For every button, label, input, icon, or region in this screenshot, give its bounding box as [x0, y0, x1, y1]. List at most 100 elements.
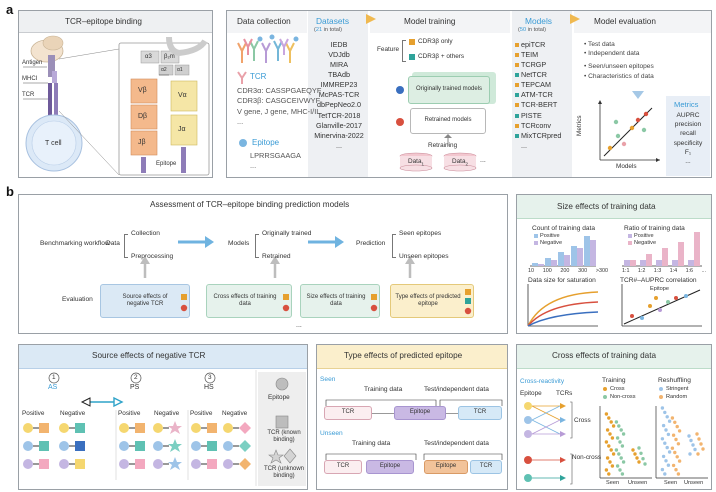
- eval-bullet: • Seen/unseen epitopes: [584, 63, 654, 71]
- ratio-title: Ratio of training data: [624, 225, 685, 232]
- dot-mark: [674, 437, 678, 442]
- dot-mark: [666, 463, 671, 467]
- evaluation-bullets: • Test data • Independent data • Seen/un…: [584, 40, 654, 81]
- original-dot: [396, 86, 404, 94]
- source-effects-header: [19, 345, 307, 369]
- size-effects-title: Size effects of training data: [557, 202, 656, 211]
- count-tick: >300: [595, 268, 608, 274]
- tcr-legend-icon: [237, 71, 247, 84]
- models-step-label: Models: [228, 240, 250, 247]
- feature-bracket: [402, 40, 406, 62]
- dataset-item: IEDB: [330, 40, 348, 49]
- dataset-item: MIRA: [330, 60, 348, 70]
- eval-bullet: • Characteristics of data: [584, 72, 654, 80]
- dot-mark: [611, 424, 616, 428]
- source-effects-figure: [23, 370, 306, 486]
- type-effects-header: [317, 345, 507, 369]
- models-subtitle: (50 in total): [518, 27, 546, 34]
- as-negative: Negative: [60, 410, 86, 417]
- model-evaluation-title: Model evaluation: [594, 17, 656, 26]
- cross-epitope-label: Epitope: [520, 390, 542, 397]
- dot-mark: [666, 432, 671, 437]
- unseen-epitopes-label: Unseen epitopes: [399, 253, 449, 260]
- retraining-label: Retraining: [428, 142, 458, 149]
- model-item: TCRconv: [515, 121, 561, 131]
- dataset-item: McPAS-TCR: [318, 90, 360, 100]
- feature-opt1-swatch: [409, 39, 415, 45]
- orig-trained-label: Originally trained: [262, 230, 312, 237]
- datasets-subtitle-open: (: [314, 27, 316, 33]
- eval-bullet-text: Seen/unseen epitopes: [588, 63, 654, 71]
- models-subtitle-rest: in total): [526, 27, 547, 33]
- preprocessing-label: Preprocessing: [131, 253, 174, 260]
- datasets-list: IEDB VDJdb MIRA TBAdb IMMREP23 McPAS-TCR…: [310, 40, 368, 151]
- dot-mark: [604, 468, 609, 472]
- model-item: NetTCR: [515, 70, 561, 80]
- dot-mark: [670, 416, 675, 420]
- unseen-epitope-test: Epitope: [424, 460, 468, 474]
- dot-mark: [661, 423, 666, 428]
- model-item: PISTE: [515, 111, 561, 121]
- dot-mark: [620, 444, 625, 448]
- dot-mark: [608, 460, 612, 464]
- chain-va: Vα: [178, 92, 187, 99]
- legend-noncross: Non-cross: [610, 394, 636, 400]
- model-item: TCR-BERT: [515, 100, 561, 110]
- dot-mark: [604, 440, 609, 444]
- tcr-line-cdr3b: CDR3β: CASGCEIVWYF: [237, 96, 321, 106]
- evaluation-row-label: Evaluation: [62, 296, 93, 303]
- dot-mark: [608, 432, 612, 436]
- tcr-binding-panel: TCR–epitope binding: [18, 10, 213, 178]
- tcr-binding-illustration: [23, 35, 210, 176]
- metrics-axis-x: Models: [616, 163, 637, 170]
- training-label: Training: [602, 377, 626, 384]
- saturation-title: Data size for saturation: [528, 277, 596, 284]
- dot-mark: [687, 434, 691, 438]
- dot-mark: [609, 420, 613, 424]
- model-item: TEIM: [515, 50, 561, 60]
- chain-db: Dβ: [138, 113, 148, 120]
- seen-test-label: Test/independent data: [424, 386, 489, 393]
- tcr-sequence-list: CDR3α: CASSPGAEQYF CDR3β: CASGCEIVWYF V …: [237, 86, 321, 127]
- model-item: ATM-TCR: [515, 90, 561, 100]
- metric-item: F₁: [684, 148, 692, 156]
- epitope-legend-icon: [239, 139, 247, 147]
- ps-negative: Negative: [154, 410, 180, 417]
- dot-mark: [677, 429, 682, 433]
- dot-mark: [660, 406, 665, 410]
- count-legend-neg: Negative: [540, 240, 563, 246]
- model-item-label: TCRGP: [521, 60, 547, 70]
- model-item-label: TCRconv: [521, 120, 551, 130]
- eval-box-markers: [180, 289, 472, 315]
- unseen-epitope-train: Epitope: [366, 460, 414, 474]
- chain-vb: Vβ: [138, 87, 147, 94]
- reshuffling-dots: [660, 406, 705, 476]
- dot-mark: [663, 441, 667, 445]
- dot-mark: [661, 454, 666, 459]
- dot-mark: [667, 450, 672, 454]
- dot-mark: [618, 440, 622, 444]
- model-item-label: NetTCR: [521, 70, 547, 80]
- tcr-line-more: ...: [237, 117, 244, 127]
- dot-mark: [671, 433, 676, 437]
- training-unseen: Unseen: [628, 480, 648, 486]
- data1-sub: 1: [421, 161, 425, 167]
- data-bracket: [124, 234, 128, 258]
- cross-label: Cross: [574, 417, 591, 424]
- count-legend-pos: Positive: [540, 233, 560, 239]
- noncross-label: Non-cross: [572, 454, 602, 461]
- model-item-label: TCR-BERT: [521, 100, 558, 110]
- ratio-ticks: 1:1 1:2 1:3 1:4 1:6 ...: [622, 268, 706, 274]
- ratio-tick: 1:3: [653, 268, 662, 274]
- dot-mark: [635, 456, 639, 460]
- dot-mark: [637, 446, 641, 450]
- chain-a2: α2: [161, 67, 167, 73]
- type-effects-box: Type effects of predicted epitope: [390, 284, 474, 318]
- dot-mark: [693, 447, 697, 452]
- unseen-section-label: Unseen: [320, 430, 343, 437]
- epitope-zoom-label: Epitope: [156, 161, 177, 167]
- feature-label: Feature: [377, 46, 400, 53]
- as-positive: Positive: [22, 410, 45, 417]
- ratio-tick: 1:6: [685, 268, 694, 274]
- cross-effects-header: [517, 345, 711, 369]
